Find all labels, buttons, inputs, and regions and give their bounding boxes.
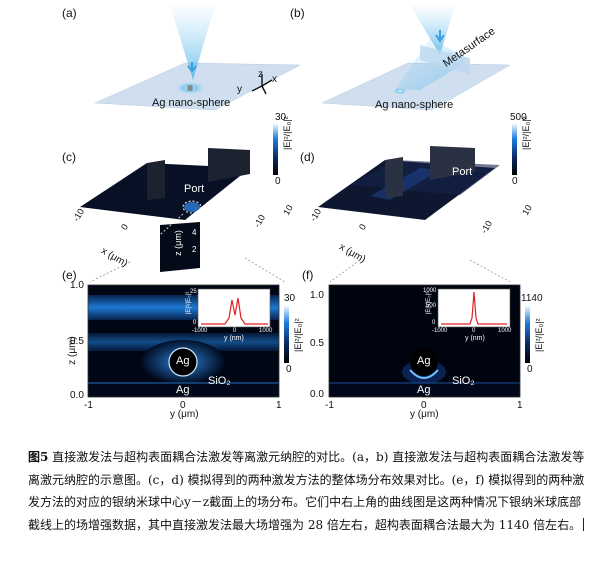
panel-f-ytick-0: 1.0 xyxy=(310,290,324,301)
panel-e-ag-bottom: Ag xyxy=(176,384,190,396)
panel-f-cbar-min: 0 xyxy=(527,364,533,375)
axis-z-label: z xyxy=(258,69,263,80)
figure-5: (a) (b) Ag nano-sphere z y x Ag nano-sph… xyxy=(62,5,544,420)
panel-d-cbar-min: 0 xyxy=(512,176,518,187)
panel-e-field-map xyxy=(87,284,289,398)
panel-e-ag-top: Ag xyxy=(176,355,190,367)
panel-c-letter: (c) xyxy=(62,150,76,164)
caption-text: 直接激发法与超构表面耦合法激发等离激元纳腔的对比。(a，b) 直接激发法与超构表… xyxy=(28,450,585,532)
panel-d-cbar-max: 500 xyxy=(510,112,527,123)
panel-f-ag-top: Ag xyxy=(417,355,431,367)
panel-c-cbar-title: |E|²/|E₀|² xyxy=(282,116,292,150)
panel-f-xtick-2: 1 xyxy=(517,400,523,411)
panel-e-inset-ylabel: |E|²/|E₀|² xyxy=(186,291,193,315)
panel-f-inset-xtick-2: 1000 xyxy=(498,328,512,334)
panel-e-xtick-0: -1 xyxy=(84,400,93,411)
panel-e-inset-ytick-1: 0 xyxy=(193,320,197,326)
panel-e-inset-xlabel: y (nm) xyxy=(224,335,244,342)
panel-e-inset-ytick-0: 25 xyxy=(190,289,197,295)
panel-e-xtick-2: 1 xyxy=(276,400,282,411)
panel-c xyxy=(80,123,286,283)
text-cursor xyxy=(583,517,585,531)
axis-y-label: y xyxy=(237,84,242,95)
panel-f-inset-ytick-1: 500 xyxy=(426,303,437,309)
panel-f-cbar-max: 1140 xyxy=(521,293,543,304)
panel-c-cbar-max: 30 xyxy=(275,112,287,123)
panel-e-ytick-0: 1.0 xyxy=(70,280,84,291)
panel-e-ytick-1: 0.5 xyxy=(70,336,84,347)
panel-c-cbar-min: 0 xyxy=(275,176,281,187)
panel-d xyxy=(318,123,517,283)
panel-e-letter: (e) xyxy=(62,268,77,282)
panel-f-xtick-1: 0 xyxy=(421,400,427,411)
panel-c-axis-z: z (μm) xyxy=(172,230,183,256)
panel-a-label: Ag nano-sphere xyxy=(152,97,231,109)
panel-b-label: Ag nano-sphere xyxy=(375,99,454,111)
panel-d-cbar-title: |E|²/|E₀|² xyxy=(521,116,531,150)
panel-c-tick-z-0: 4 xyxy=(192,228,197,237)
panel-f-substrate: SiO₂ xyxy=(452,375,475,387)
panel-c-tick-z-1: 2 xyxy=(192,245,197,254)
figure-caption: 图5 直接激发法与超构表面耦合法激发等离激元纳腔的对比。(a，b) 直接激发法与… xyxy=(28,446,586,536)
panel-a-letter: (a) xyxy=(62,6,77,20)
panel-e-xtick-1: 0 xyxy=(180,400,186,411)
panel-d-port-label: Port xyxy=(452,166,473,178)
panel-f-inset-xlabel: y (nm) xyxy=(465,335,485,342)
panel-e-inset-xtick-0: -1000 xyxy=(192,328,208,334)
panel-f-xtick-0: -1 xyxy=(325,400,334,411)
panel-f-xlabel: y (μm) xyxy=(410,409,439,420)
panel-f-inset-xtick-0: -1000 xyxy=(432,328,448,334)
panel-e-xlabel: y (μm) xyxy=(170,409,199,420)
panel-f-inset-ytick-0: 1000 xyxy=(423,288,437,294)
panel-f-ytick-1: 0.5 xyxy=(310,338,324,349)
panel-f-inset-xtick-1: 0 xyxy=(472,328,476,334)
panel-e-ytick-2: 0.0 xyxy=(70,390,84,401)
panel-d-letter: (d) xyxy=(300,150,315,164)
panel-e-inset-xtick-2: 1000 xyxy=(259,328,273,334)
panel-f-cbar-title: |E|²/|E₀|² xyxy=(534,318,544,352)
panel-f-ytick-2: 0.0 xyxy=(310,389,324,400)
panel-f-ag-bottom: Ag xyxy=(417,384,431,396)
panel-b xyxy=(321,5,511,111)
panel-e-cbar-title: |E|²/|E₀|² xyxy=(293,318,303,352)
panel-e-cbar-min: 0 xyxy=(286,364,292,375)
caption-label: 图5 xyxy=(28,450,49,464)
panel-f-inset-ytick-2: 0 xyxy=(432,320,436,326)
axis-x-label: x xyxy=(272,74,277,85)
panel-a xyxy=(94,5,301,111)
panel-b-letter: (b) xyxy=(290,6,305,20)
panel-f-letter: (f) xyxy=(302,268,314,282)
panel-c-port-label: Port xyxy=(184,183,205,195)
panel-e-inset-xtick-1: 0 xyxy=(233,328,237,334)
panel-e-cbar-max: 30 xyxy=(284,293,296,304)
panel-f-field-map xyxy=(328,284,530,398)
panel-e-substrate: SiO₂ xyxy=(208,375,231,387)
